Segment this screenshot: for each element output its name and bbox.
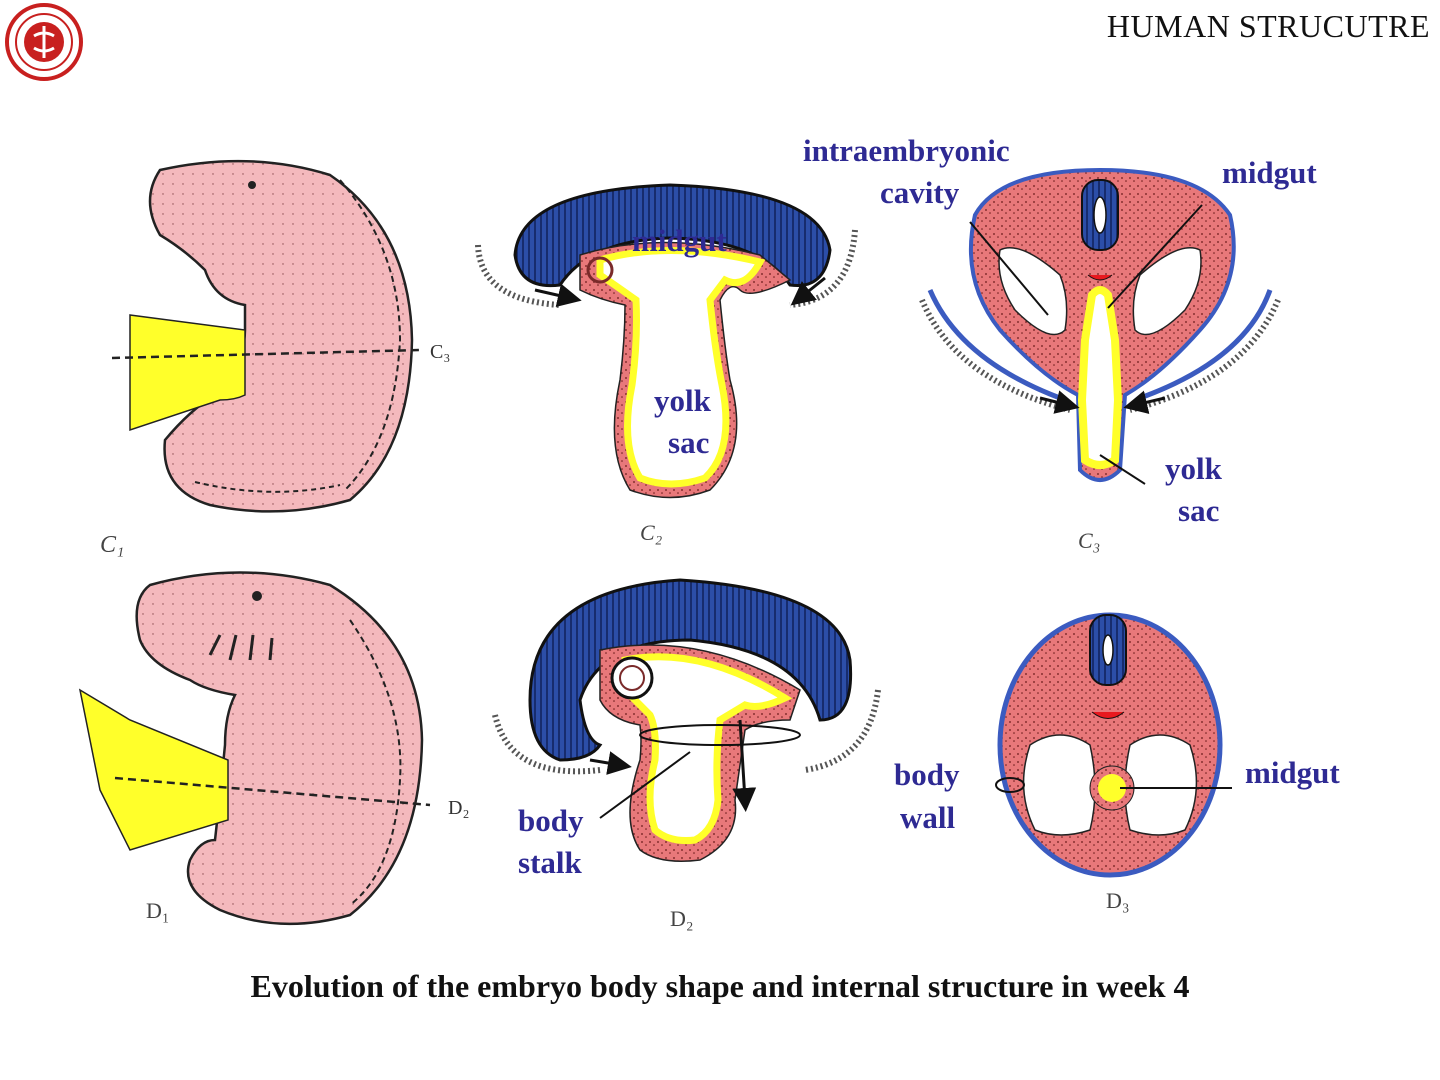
c2-panel-id: C₂ [640,520,663,545]
c1-panel-id: C₁ [100,532,124,558]
c3-panel-id: C₃ [1078,528,1100,553]
d3-label-body: body [894,757,960,792]
c3-label-intraembryonic: intraembryonic [803,133,1010,168]
c3-label-sac: sac [1178,493,1220,528]
section-d3 [995,612,1232,878]
d2-label-body: body [518,803,584,838]
d3-panel-id: D₃ [1106,888,1130,913]
c3-label-yolk: yolk [1165,451,1222,486]
d2-panel-id: D₂ [670,906,694,931]
c3-label-cavity: cavity [880,175,960,210]
embryo-c1 [111,159,421,513]
d3-label-wall: wall [900,800,956,835]
section-d2 [492,578,881,862]
d2-label-stalk: stalk [518,845,582,880]
d3-label-midgut: midgut [1245,755,1340,790]
header-title: HUMAN STRUCUTRE [1106,8,1430,44]
d1-section-marker: D₂ [448,797,469,819]
c3-label-midgut: midgut [1222,155,1317,190]
c2-label-midgut: midgut [632,223,727,258]
embryo-d1 [78,571,431,926]
c2-label-yolk: yolk [654,383,711,418]
c1-section-marker: C₃ [430,341,450,363]
c2-label-sac: sac [668,425,710,460]
section-c2 [475,183,858,499]
section-c3 [919,167,1281,485]
university-seal-icon [5,3,83,81]
d1-panel-id: D₁ [146,898,170,923]
figure-caption: Evolution of the embryo body shape and i… [250,968,1190,1004]
